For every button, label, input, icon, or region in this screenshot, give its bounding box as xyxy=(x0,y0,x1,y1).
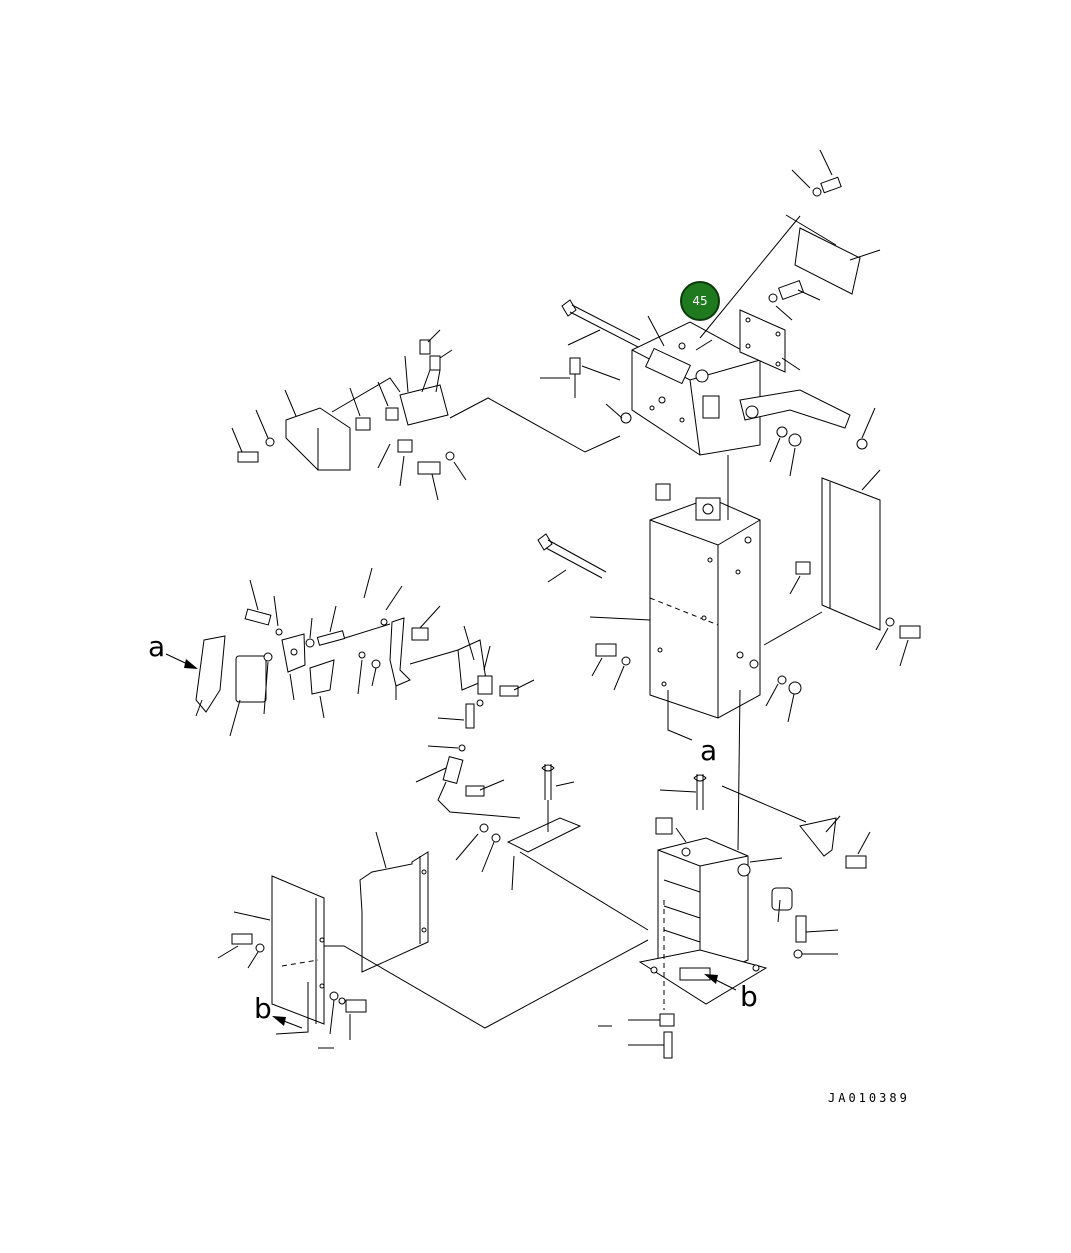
lower-left-panels xyxy=(231,851,429,1025)
nut-right-2 xyxy=(788,433,802,447)
grease-fitting xyxy=(569,357,621,398)
lower-fasteners xyxy=(598,1013,675,1059)
washer-right xyxy=(776,426,788,438)
leader-lines-lever xyxy=(195,567,535,737)
marker-a-left: a xyxy=(148,630,165,663)
cover-plate-mid xyxy=(739,309,786,373)
marker-b-left: b xyxy=(254,992,272,1025)
control-box-top xyxy=(631,321,851,456)
leader xyxy=(769,437,781,463)
side-panel-right xyxy=(821,477,921,639)
marker-b-right: b xyxy=(740,980,758,1013)
callout-badge[interactable]: 45 xyxy=(680,281,720,321)
long-bolt-top xyxy=(561,299,641,348)
central-housing xyxy=(649,455,761,719)
nut-right xyxy=(856,438,868,450)
housing-fasteners xyxy=(595,483,811,695)
leader-lines-housing xyxy=(547,469,909,851)
leader xyxy=(789,447,796,477)
arrow-a-left xyxy=(165,653,198,669)
lower-bracket xyxy=(638,774,807,1010)
document-code: JA010389 xyxy=(828,1091,910,1105)
leader-lines-switch xyxy=(231,329,621,501)
bolt-top-right xyxy=(768,176,842,303)
switch-assembly xyxy=(237,339,455,475)
lower-bracket-plate xyxy=(721,785,867,869)
spring-pedal xyxy=(455,764,649,931)
lever-assembly xyxy=(195,608,519,713)
nut-small xyxy=(620,412,632,424)
leader-lines-panels xyxy=(217,831,649,1049)
spring-rod-parts xyxy=(415,699,521,819)
arrow-b-left xyxy=(272,1016,303,1029)
cover-plate-top xyxy=(785,214,861,295)
long-bolt-middle xyxy=(537,533,607,579)
leader-lines-top xyxy=(540,149,881,439)
marker-a-housing: a xyxy=(700,734,717,767)
arrow-b-right xyxy=(704,974,737,991)
leader-lines-bracket xyxy=(659,789,871,955)
